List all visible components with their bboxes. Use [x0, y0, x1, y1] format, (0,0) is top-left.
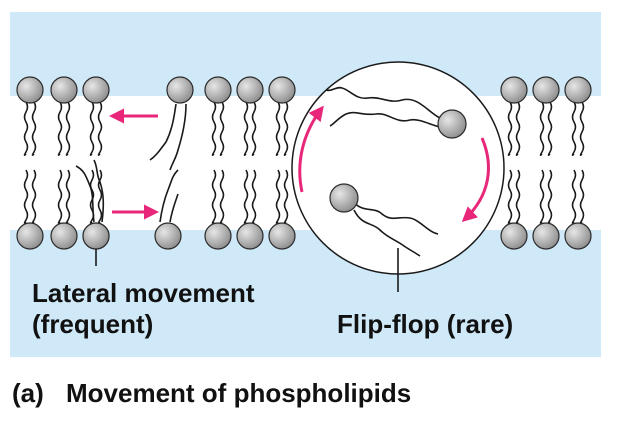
lipid-tail — [97, 101, 103, 156]
lipid-tail — [275, 169, 281, 224]
lipid-tail — [23, 101, 29, 156]
lipid-tail — [31, 169, 37, 224]
lipid-tail — [211, 169, 217, 224]
lipid-tail — [57, 169, 63, 224]
lipid-tail — [65, 169, 71, 224]
moving-lipid-head-bottom-right — [154, 222, 182, 250]
lipid-tail — [507, 101, 513, 156]
lipid-tail — [283, 169, 289, 224]
lipid-tail — [211, 101, 217, 156]
lipid-heads — [16, 76, 592, 250]
lipid-tail — [547, 101, 553, 156]
flipflop-lipids — [325, 86, 445, 257]
lipid-tail — [515, 169, 521, 224]
lipid-head-icon — [500, 222, 528, 250]
lipid-tail — [23, 169, 29, 224]
caption-title: Movement of phospholipids — [66, 378, 411, 408]
lipid-tail — [243, 169, 249, 224]
lipid-tail — [539, 169, 545, 224]
flipflop-arrow-left — [298, 105, 324, 193]
lipid-head-icon — [16, 222, 44, 250]
lipid-head-icon — [236, 222, 264, 250]
lipid-tail — [571, 169, 577, 224]
lipid-head-icon — [532, 76, 560, 104]
lipid-head-icon — [532, 222, 560, 250]
lipid-tail — [579, 169, 585, 224]
lipid-tail — [65, 101, 71, 156]
lipid-head-icon — [82, 76, 110, 104]
lipid-head-icon — [564, 222, 592, 250]
moving-lipids — [75, 103, 187, 223]
lateral-label-line1: Lateral movement — [32, 278, 255, 308]
lipid-tail — [579, 101, 585, 156]
lipid-head-icon — [16, 76, 44, 104]
lipid-tail — [97, 169, 103, 224]
flipflop-label: Flip-flop (rare) — [337, 309, 513, 339]
lipid-tail — [571, 101, 577, 156]
lipid-head-icon — [236, 76, 264, 104]
lipid-tail — [243, 101, 249, 156]
lipid-bilayer — [23, 101, 585, 224]
lipid-tail — [57, 101, 63, 156]
lipid-head-icon — [50, 76, 78, 104]
lipid-tail — [251, 169, 257, 224]
moving-lipid-head-bottom — [82, 222, 110, 250]
caption-letter: (a) — [12, 378, 44, 408]
lateral-label-line2: (frequent) — [32, 309, 153, 339]
lipid-head-icon — [50, 222, 78, 250]
lipid-tail — [219, 101, 225, 156]
lipid-tail — [251, 101, 257, 156]
lipid-tail — [539, 101, 545, 156]
flipflop-head-top — [437, 109, 467, 139]
lipid-tail — [89, 101, 95, 156]
lipid-head-icon — [500, 76, 528, 104]
lipid-tail — [547, 169, 553, 224]
lipid-tail — [275, 101, 281, 156]
moving-lipid-head-top — [166, 76, 194, 104]
lipid-tail — [283, 101, 289, 156]
lipid-tail — [507, 169, 513, 224]
lipid-head-icon — [204, 76, 232, 104]
flipflop-arrow-right — [461, 137, 490, 223]
lipid-head-icon — [564, 76, 592, 104]
lipid-head-icon — [268, 222, 296, 250]
lipid-tail — [31, 101, 37, 156]
lipid-head-icon — [204, 222, 232, 250]
lipid-head-icon — [268, 76, 296, 104]
lipid-tail — [515, 101, 521, 156]
flipflop-head-bottom — [329, 183, 359, 213]
lipid-tail — [219, 169, 225, 224]
